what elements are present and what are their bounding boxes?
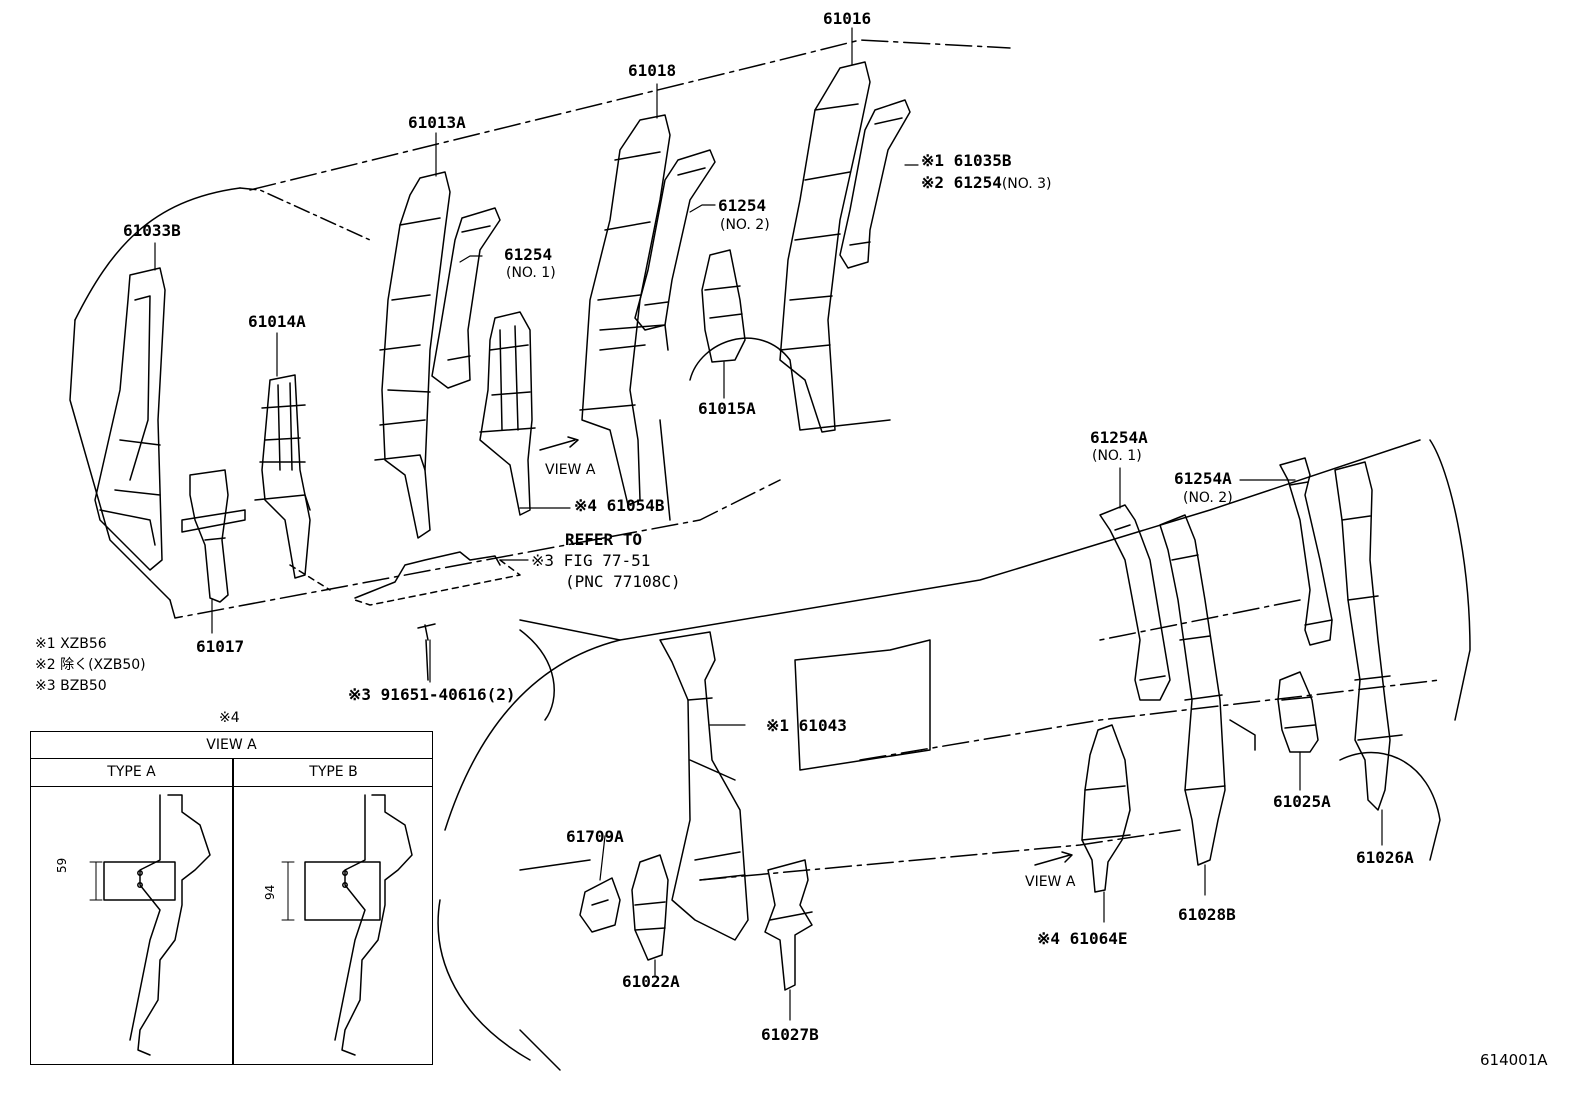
view-a-arrow-lower bbox=[1034, 851, 1073, 866]
label-61054B: ※4 61054B bbox=[574, 496, 665, 515]
label-61254-no1-sub: (NO. 1) bbox=[506, 265, 556, 281]
label-61709A: 61709A bbox=[566, 827, 624, 846]
label-61028B: 61028B bbox=[1178, 905, 1236, 924]
note-3: ※3 BZB50 bbox=[35, 678, 107, 694]
label-61254A-no2: 61254A bbox=[1174, 469, 1232, 488]
label-61016: 61016 bbox=[823, 9, 872, 28]
part-61014A-shape bbox=[254, 374, 311, 579]
label-61254-no3-number: ※2 61254 bbox=[921, 173, 1002, 192]
part-61016-shape bbox=[779, 61, 871, 433]
label-61254-no1: 61254 bbox=[504, 245, 553, 264]
label-61254-no2: 61254 bbox=[718, 196, 767, 215]
label-61033B: 61033B bbox=[123, 221, 181, 240]
view-a-inset: VIEW A TYPE A TYPE B bbox=[30, 731, 433, 1065]
part-61022A-shape bbox=[631, 854, 669, 961]
part-61043-shape bbox=[659, 631, 749, 941]
label-pnc: (PNC 77108C) bbox=[565, 572, 681, 591]
label-61035B: ※1 61035B bbox=[921, 151, 1012, 170]
part-61254A-no1-shape bbox=[1099, 504, 1171, 701]
label-61254-no2-sub: (NO. 2) bbox=[720, 217, 770, 233]
label-61014A: 61014A bbox=[248, 312, 306, 331]
figure-code: 614001A bbox=[1480, 1051, 1548, 1069]
inset-type-row: TYPE A TYPE B bbox=[31, 758, 432, 787]
label-view-a-lower: VIEW A bbox=[1025, 874, 1076, 890]
dim-59: 59 bbox=[55, 857, 69, 873]
label-61025A: 61025A bbox=[1273, 792, 1331, 811]
inset-type-a-drawing bbox=[89, 794, 211, 1056]
label-61017: 61017 bbox=[196, 637, 245, 656]
label-61018: 61018 bbox=[628, 61, 677, 80]
bracket-assembly bbox=[289, 551, 521, 681]
label-61254-no3-sub: (NO. 3) bbox=[1001, 176, 1052, 192]
part-61015A-shape bbox=[701, 249, 746, 363]
part-61027B-shape bbox=[764, 859, 813, 991]
inset-title: VIEW A bbox=[206, 737, 257, 753]
part-61035B-shape bbox=[839, 99, 911, 269]
part-61018-shape bbox=[579, 114, 671, 506]
inset-divider bbox=[232, 758, 234, 1064]
label-fig-77-51: ※3 FIG 77-51 bbox=[531, 551, 651, 570]
part-61013A-shape bbox=[374, 171, 451, 539]
inset-type-b: TYPE B bbox=[309, 764, 358, 780]
part-61064E-shape bbox=[1081, 724, 1131, 893]
part-61028B-shape bbox=[1159, 514, 1256, 866]
note-2: ※2 除く(XZB50) bbox=[35, 657, 146, 673]
label-61254-no3: ※2 61254(NO. 3) bbox=[921, 174, 1052, 193]
lower-body-outline bbox=[437, 439, 1471, 1071]
note-1: ※1 XZB56 bbox=[35, 636, 107, 652]
label-61022A: 61022A bbox=[622, 972, 680, 991]
label-61254A-no1-sub: (NO. 1) bbox=[1092, 448, 1142, 464]
label-61027B: 61027B bbox=[761, 1025, 819, 1044]
part-61254-no1-shape bbox=[431, 207, 501, 389]
part-61017-shape bbox=[181, 469, 246, 603]
inset-type-a: TYPE A bbox=[107, 764, 156, 780]
part-61025A-shape bbox=[1277, 671, 1319, 753]
label-61043: ※1 61043 bbox=[766, 716, 847, 735]
inset-type-b-drawing bbox=[281, 794, 413, 1056]
label-bolt: ※3 91651-40616(2) bbox=[348, 685, 516, 704]
part-61254-no2-shape bbox=[634, 149, 716, 331]
label-61013A: 61013A bbox=[408, 113, 466, 132]
view-a-arrow-upper bbox=[539, 436, 579, 451]
part-61254A-no2-shape bbox=[1279, 457, 1333, 646]
label-refer-to: REFER TO bbox=[565, 530, 643, 549]
part-61054B-shape bbox=[479, 311, 536, 516]
part-61026A-shape bbox=[1334, 461, 1403, 811]
label-61015A: 61015A bbox=[698, 399, 756, 418]
part-61709A-shape bbox=[579, 877, 621, 933]
dim-94: 94 bbox=[263, 884, 277, 900]
inset-title-row: VIEW A bbox=[31, 732, 432, 759]
part-61033B-shape bbox=[94, 267, 166, 571]
label-61026A: 61026A bbox=[1356, 848, 1414, 867]
upper-body-outline bbox=[69, 39, 1011, 619]
label-61064E: ※4 61064E bbox=[1037, 929, 1128, 948]
label-61254A-no2-sub: (NO. 2) bbox=[1183, 490, 1233, 506]
label-view-a-upper: VIEW A bbox=[545, 462, 596, 478]
label-61254A-no1: 61254A bbox=[1090, 428, 1148, 447]
inset-marker: ※4 bbox=[219, 710, 240, 726]
leader-lines bbox=[154, 27, 1383, 1021]
